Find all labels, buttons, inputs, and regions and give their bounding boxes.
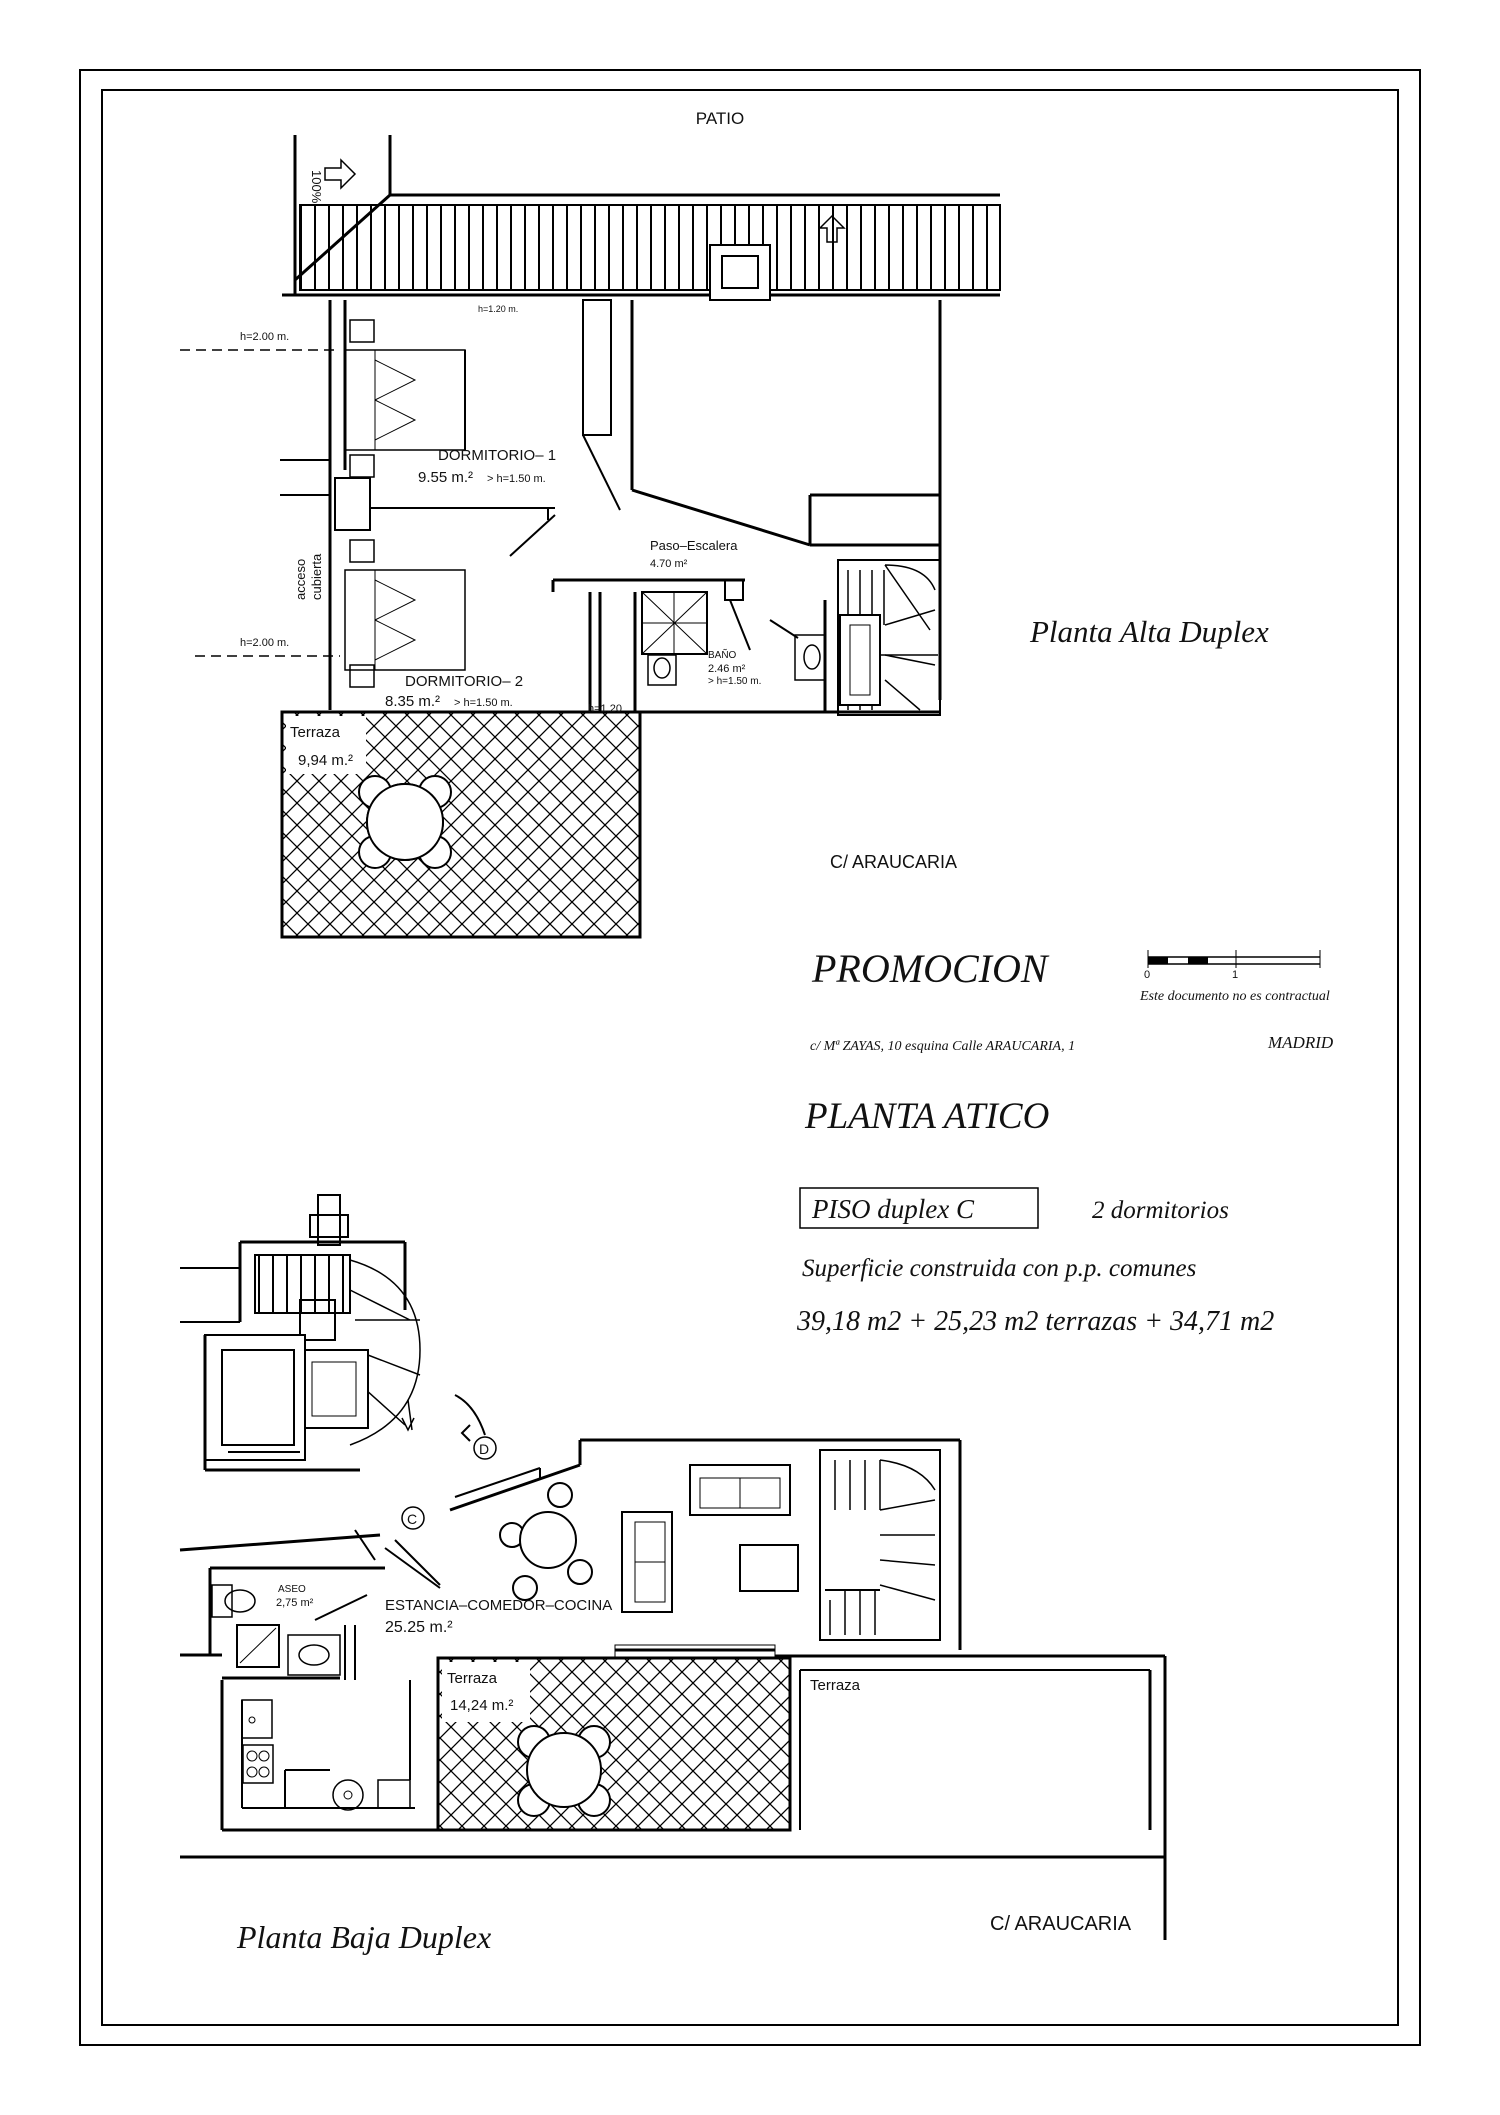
scale-one: 1 bbox=[1232, 969, 1238, 981]
bath-name: BAÑO bbox=[708, 648, 737, 661]
lower-terrace-name: Terraza bbox=[447, 1670, 498, 1687]
roof-access-label: accesocubierta bbox=[293, 553, 324, 600]
living-name: ESTANCIA–COMEDOR–COCINA bbox=[385, 1597, 612, 1614]
slope-arrow-icon bbox=[324, 158, 357, 190]
bedroom-count: 2 dormitorios bbox=[1092, 1197, 1229, 1224]
disclaimer: Este documento no es contractual bbox=[1139, 989, 1330, 1004]
scale-zero: 0 bbox=[1144, 969, 1150, 981]
terrace-table-set-upper bbox=[358, 775, 452, 869]
bedroom-1-height: > h=1.50 m. bbox=[487, 473, 546, 485]
upper-street-label: C/ ARAUCARIA bbox=[830, 852, 957, 872]
lower-view-title: Planta Baja Duplex bbox=[236, 1919, 491, 1955]
bedroom-2-height: > h=1.50 m. bbox=[454, 697, 513, 709]
bedroom-1-name: DORMITORIO– 1 bbox=[438, 447, 556, 464]
unit-type-box bbox=[799, 1187, 1039, 1229]
inner-frame bbox=[101, 89, 1399, 2026]
upper-terrace-name: Terraza bbox=[290, 724, 341, 741]
lower-street-label: C/ ARAUCARIA bbox=[990, 1913, 1132, 1935]
washbasin-upper bbox=[794, 634, 826, 681]
city: MADRID bbox=[1267, 1033, 1334, 1052]
roof-stair-strip bbox=[299, 204, 1001, 291]
upper-spiral-stair bbox=[837, 559, 941, 716]
slope-label: 100% bbox=[309, 170, 324, 204]
door-c-label: C bbox=[407, 1511, 417, 1527]
floor-title: PLANTA ATICO bbox=[804, 1096, 1049, 1137]
patio-label: PATIO bbox=[696, 109, 745, 128]
height-note-1: h=2.00 m. bbox=[240, 331, 289, 343]
sofa-left bbox=[621, 1511, 673, 1613]
height-note-2: h=2.00 m. bbox=[240, 637, 289, 649]
living-area: 25.25 m.² bbox=[385, 1619, 453, 1636]
toilet-area: 2,75 m² bbox=[276, 1597, 314, 1609]
bath-area: 2.46 m² bbox=[708, 663, 746, 675]
skylight bbox=[709, 244, 771, 301]
shower-tray bbox=[641, 591, 708, 655]
kitchen-sink bbox=[332, 1779, 364, 1811]
bedroom-1-area: 9.55 m.² bbox=[418, 469, 473, 486]
upper-view-title: Planta Alta Duplex bbox=[1029, 614, 1269, 649]
elevator bbox=[204, 1334, 306, 1461]
upper-floor-plan: PATIO 100% h=1.20 m. h=2.00 m. h=2.00 m.… bbox=[180, 109, 1269, 939]
terrace-table-set-lower bbox=[517, 1725, 611, 1817]
up-arrow-icon bbox=[818, 214, 846, 243]
surface-values: 39,18 m2 + 25,23 m2 terrazas + 34,71 m2 bbox=[796, 1306, 1274, 1337]
washbasin-lower bbox=[287, 1634, 341, 1676]
bed-2 bbox=[344, 539, 466, 688]
top-height-note: h=1.20 m. bbox=[478, 304, 518, 314]
cooktop bbox=[242, 1744, 274, 1784]
outer-frame bbox=[79, 69, 1421, 2046]
lower-stair bbox=[819, 1449, 941, 1641]
lower-floor-plan: D C bbox=[179, 1194, 1167, 1955]
dining-set bbox=[499, 1482, 593, 1601]
sofa-top bbox=[689, 1464, 791, 1516]
passage-name: Paso–Escalera bbox=[650, 538, 738, 553]
railing-note: h=1.20 bbox=[588, 703, 622, 715]
coffee-table bbox=[739, 1544, 799, 1592]
info-block: PROMOCION 0 1 Este documento no es contr… bbox=[796, 946, 1334, 1337]
lower-terrace-area: 14,24 m.² bbox=[450, 1697, 513, 1714]
lower-terrace-right: Terraza bbox=[810, 1677, 861, 1694]
door-d-label: D bbox=[479, 1441, 489, 1457]
promotion-title: PROMOCION bbox=[811, 946, 1050, 991]
core-spiral-stair bbox=[349, 1259, 421, 1446]
address: c/ Mª ZAYAS, 10 esquina Calle ARAUCARIA,… bbox=[810, 1039, 1075, 1054]
unit-type: PISO duplex C bbox=[811, 1194, 975, 1224]
bath-height: > h=1.50 m. bbox=[708, 676, 761, 687]
scale-bar bbox=[1147, 950, 1321, 968]
shower-lower bbox=[236, 1624, 280, 1668]
surface-title: Superficie construida con p.p. comunes bbox=[802, 1255, 1196, 1282]
toilet-lower bbox=[211, 1584, 256, 1618]
upper-terrace-area: 9,94 m.² bbox=[298, 752, 353, 769]
bedroom-2-name: DORMITORIO– 2 bbox=[405, 673, 523, 690]
toilet-upper bbox=[647, 654, 677, 686]
passage-area: 4.70 m² bbox=[650, 558, 688, 570]
toilet-name: ASEO bbox=[278, 1584, 306, 1595]
bedroom-2-area: 8.35 m.² bbox=[385, 693, 440, 710]
